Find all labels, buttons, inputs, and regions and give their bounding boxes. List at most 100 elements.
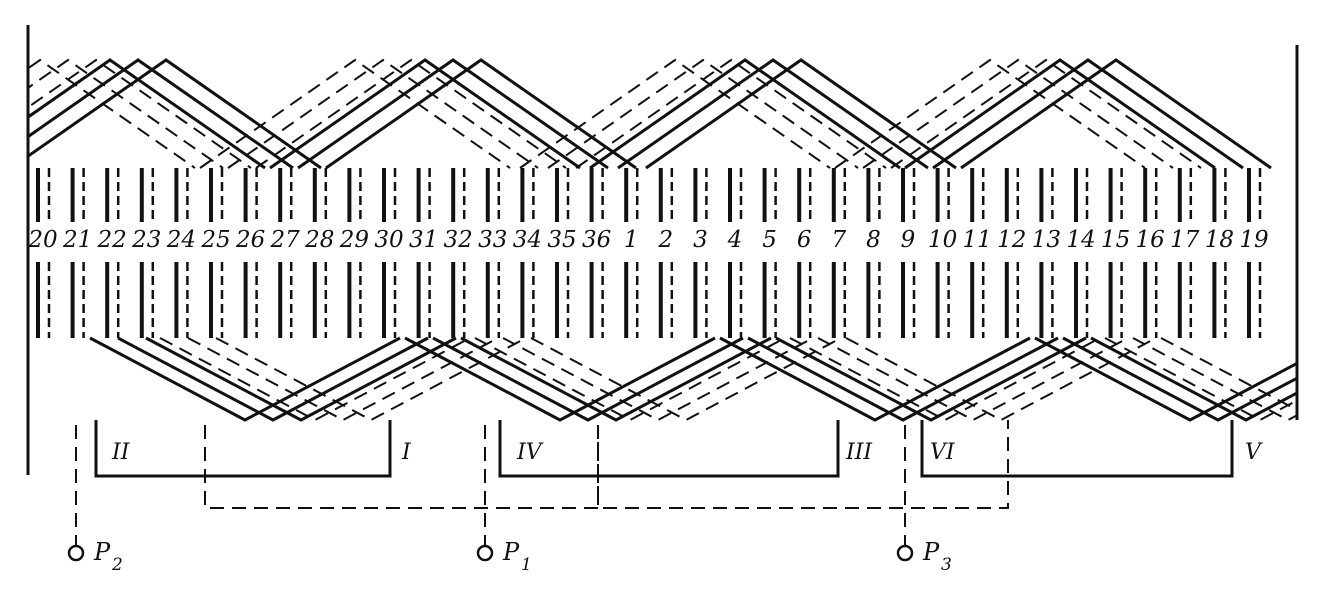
slot-number-5: 5 xyxy=(762,227,777,253)
group-label-ii: II xyxy=(111,440,131,465)
slot-number-32: 32 xyxy=(444,227,473,253)
top-overhang-dashed-1-1 xyxy=(227,58,539,169)
terminal-p3-subscript: 3 xyxy=(941,555,952,575)
slot-number-34: 34 xyxy=(513,227,542,253)
bottom-overhang-dashed-1-1 xyxy=(502,337,814,422)
top-overhang-dashed-3-2 xyxy=(890,58,1202,169)
slot-number-10: 10 xyxy=(928,227,957,253)
top-overhang-solid-3-1 xyxy=(932,58,1244,170)
slot-number-22: 22 xyxy=(97,227,127,253)
slot-number-30: 30 xyxy=(374,227,403,253)
bottom-overhang-solid-0-0 xyxy=(89,336,401,422)
slot-number-27: 27 xyxy=(270,227,301,253)
top-overhang-solid-1-1 xyxy=(297,58,609,170)
terminal-p1-subscript: 1 xyxy=(521,555,532,575)
top-overhang-solid-2-1 xyxy=(617,58,929,170)
bottom-overhang-solid-1-2 xyxy=(460,336,772,422)
terminal-p3-circle xyxy=(896,544,914,562)
slot-number-6: 6 xyxy=(797,227,812,253)
slot-number-15: 15 xyxy=(1101,227,1130,253)
bottom-overhang-solid-3-2 xyxy=(1090,336,1298,422)
slot-number-11: 11 xyxy=(963,227,992,253)
bottom-overhang-dashed-1-2 xyxy=(530,337,842,422)
slot-number-20: 20 xyxy=(27,227,57,253)
terminal-p2-letter: P xyxy=(93,538,111,566)
top-overhang-dashed-1-0 xyxy=(199,58,511,169)
top-overhang-dashed-3-0 xyxy=(834,58,1146,169)
slot-number-35: 35 xyxy=(547,227,576,253)
group-label-iv: IV xyxy=(516,440,544,465)
slot-number-7: 7 xyxy=(831,227,846,253)
group-label-iii: III xyxy=(845,440,873,465)
bottom-overhang-solid-2-1 xyxy=(747,336,1059,422)
top-overhang-dashed-1-2 xyxy=(255,58,567,169)
bottom-overhang-dashed-0-0 xyxy=(159,337,471,422)
top-overhang-solid-3-0 xyxy=(904,58,1216,170)
top-overhang-solid-3-2 xyxy=(960,58,1272,170)
terminal-p2-circle xyxy=(67,544,85,562)
bottom-overhang-solid-1-0 xyxy=(404,336,716,422)
slot-number-19: 19 xyxy=(1239,227,1268,253)
slot-number-17: 17 xyxy=(1170,227,1200,253)
slot-conductors xyxy=(36,168,1262,338)
slot-number-36: 36 xyxy=(582,227,611,253)
bottom-overhang-dashed-2-0 xyxy=(789,337,1101,422)
bottom-overhang-solid-3-0 xyxy=(1034,336,1298,422)
top-overhang-solid-1-2 xyxy=(325,58,637,170)
slot-number-2: 2 xyxy=(657,227,673,253)
bottom-overhang-dashed-3-2 xyxy=(1160,337,1298,412)
slot-number-21: 21 xyxy=(62,227,92,253)
terminal-p1-letter: P xyxy=(502,538,520,566)
terminal-p1-circle xyxy=(476,544,494,562)
end-turn-overhangs xyxy=(28,58,1298,422)
top-overhang-solid-0-2 xyxy=(28,58,322,170)
slot-number-18: 18 xyxy=(1205,227,1234,253)
slot-number-25: 25 xyxy=(200,227,230,253)
top-overhang-dashed-2-1 xyxy=(547,58,859,169)
slot-number-9: 9 xyxy=(901,227,916,253)
bottom-overhang-solid-2-2 xyxy=(775,336,1087,422)
bottom-overhang-dashed-2-2 xyxy=(845,337,1157,422)
top-overhang-solid-1-0 xyxy=(269,58,581,170)
bottom-overhang-dashed-2-1 xyxy=(817,337,1129,422)
group-connection-iv-iii xyxy=(498,420,840,478)
bottom-overhang-solid-2-0 xyxy=(719,336,1031,422)
group-label-i: I xyxy=(401,440,412,465)
slot-number-4: 4 xyxy=(727,227,743,253)
slot-number-26: 26 xyxy=(235,227,265,253)
bottom-overhang-dashed-3-1 xyxy=(1132,337,1298,422)
slot-number-1: 1 xyxy=(624,227,639,253)
top-overhang-solid-2-2 xyxy=(645,58,957,170)
dashed-phase-connections xyxy=(75,420,1009,548)
top-overhang-dashed-0-2 xyxy=(28,58,252,169)
group-label-v: V xyxy=(1245,440,1263,465)
slot-number-23: 23 xyxy=(131,227,161,253)
bottom-overhang-solid-1-1 xyxy=(432,336,744,422)
slot-number-16: 16 xyxy=(1136,227,1165,253)
slot-number-12: 12 xyxy=(997,227,1026,253)
terminal-p2-subscript: 2 xyxy=(111,555,123,575)
slot-number-3: 3 xyxy=(693,227,708,253)
dashed-loop-left xyxy=(204,425,599,509)
bottom-overhang-solid-0-1 xyxy=(117,336,429,422)
top-overhang-dashed-2-2 xyxy=(575,58,887,169)
slot-number-14: 14 xyxy=(1066,227,1095,253)
top-overhang-dashed-0-0 xyxy=(28,58,196,169)
top-overhang-solid-0-1 xyxy=(28,58,294,170)
top-overhang-solid-0-0 xyxy=(28,58,266,170)
slot-number-13: 13 xyxy=(1032,227,1061,253)
group-label-vi: VI xyxy=(930,440,956,465)
bottom-overhang-solid-3-1 xyxy=(1062,336,1298,422)
dashed-loop-right xyxy=(597,420,1009,509)
slot-number-24: 24 xyxy=(166,227,196,253)
top-overhang-dashed-3-1 xyxy=(862,58,1174,169)
solid-phase-connections xyxy=(94,420,1234,478)
group-connection-ii-i xyxy=(94,420,392,478)
slot-number-33: 33 xyxy=(478,227,507,253)
top-overhang-solid-2-0 xyxy=(589,58,901,170)
group-connection-vi-v xyxy=(920,420,1234,478)
bottom-overhang-dashed-0-1 xyxy=(187,337,499,422)
bottom-overhang-solid-0-2 xyxy=(145,336,457,422)
